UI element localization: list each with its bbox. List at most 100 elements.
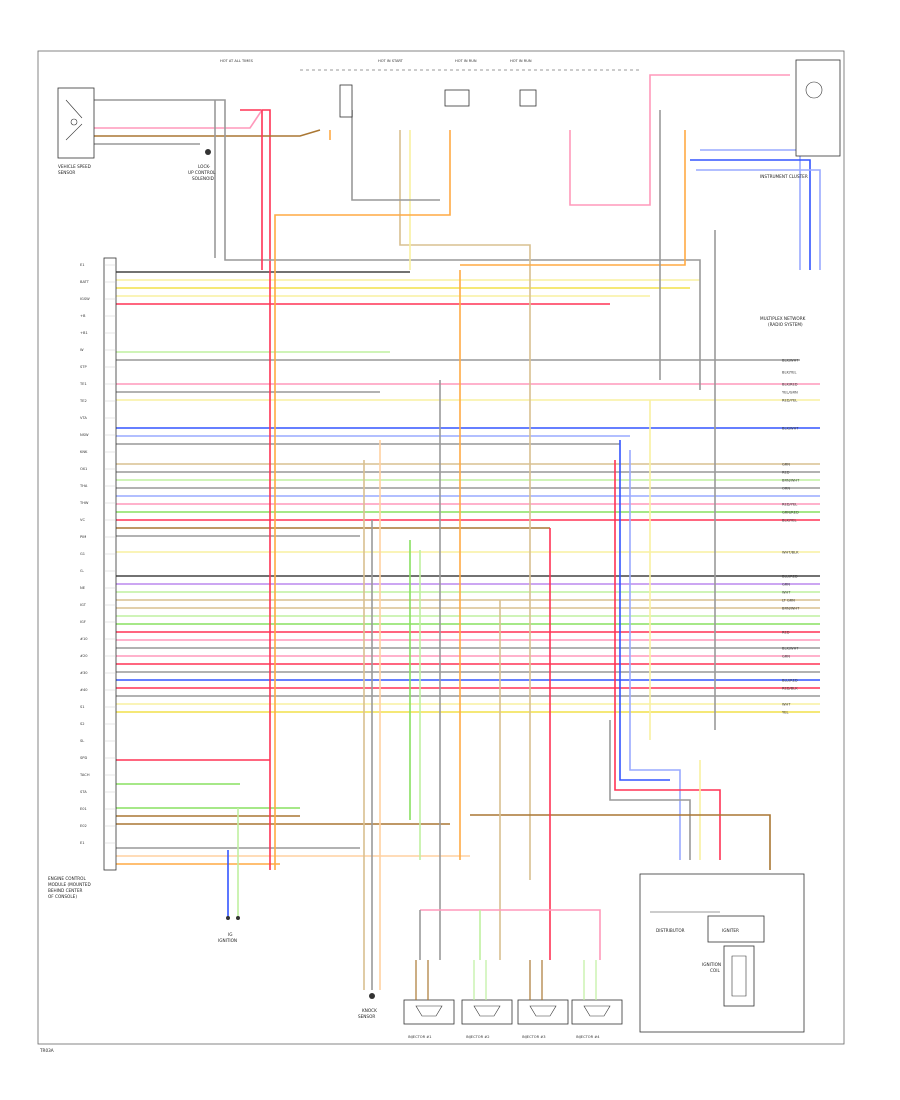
injector-symbol — [415, 1005, 443, 1017]
ignition-ground: IG IGNITION — [218, 916, 240, 943]
ecm-label-1: ENGINE CONTROL — [48, 876, 86, 881]
ecm-connector: E1BATTIGSW+B+B1WSTPTE1TE2VTANSWKNKOX1THA… — [48, 257, 117, 899]
ecm-pin-label: SPD — [80, 756, 87, 760]
ecm-pin-label: IGT — [80, 603, 87, 607]
ecm-pin-label: S1 — [80, 705, 85, 709]
ecm-pin-label: E01 — [80, 807, 87, 811]
ecm-pin-label: THW — [79, 501, 89, 505]
injector-symbol — [473, 1005, 501, 1017]
top-label-2: HOT IN START — [378, 59, 404, 63]
cluster-power-wire — [569, 74, 790, 206]
right-wire-label: YEL/GRN — [782, 391, 798, 395]
injector-label: INJECTOR #2 — [466, 1035, 490, 1039]
right-wire-label: GRN/RED — [782, 511, 799, 515]
ecm-pin-label: SL — [80, 739, 84, 743]
vss-ground-wire — [94, 129, 321, 137]
coil-label-1: IGNITION — [702, 962, 721, 967]
right-wire-label: RED — [782, 631, 790, 635]
top-label-3: HOT IN RUN — [455, 59, 477, 63]
injector-group: INJECTOR #1 INJECTOR #2 INJECTOR #3 INJECTO… — [403, 960, 623, 1039]
ecm-pin-label: KNK — [80, 450, 88, 454]
vss-label-1: VEHICLE SPEED — [58, 164, 91, 169]
right-wire-label: YEL — [782, 711, 788, 715]
right-wire-label: RED/BLK — [782, 687, 798, 691]
right-wire-label: WHT — [782, 703, 791, 707]
injector-body — [403, 999, 455, 1025]
vss-label-2: SENSOR — [58, 170, 75, 175]
ecm-pin-label: S2 — [80, 722, 85, 726]
igniter-brown-wire — [470, 814, 771, 870]
right-wire-labels: BLK/WHTBLK/YELBLK/REDYEL/GRNRED/YELBLK/W… — [782, 359, 800, 715]
ig-label-2: IGNITION — [218, 938, 237, 943]
ecm-label-4: OF CONSOLE) — [48, 894, 77, 899]
power-source-labels: HOT AT ALL TIMES HOT IN START HOT IN RUN… — [220, 59, 640, 118]
injector-label: INJECTOR #3 — [522, 1035, 546, 1039]
radio-label-2: (RADIO SYSTEM) — [768, 322, 803, 327]
instrument-cluster-label: INSTRUMENT CLUSTER — [760, 174, 808, 179]
right-wire-label: RED/YEL — [782, 503, 797, 507]
vehicle-speed-sensor: VEHICLE SPEED SENSOR — [57, 87, 95, 175]
right-wire-label: WHT/BLK — [782, 551, 799, 555]
diagram-border — [37, 50, 845, 1045]
right-wire-label: LT GRN — [782, 599, 795, 603]
ecm-pin-label: #10 — [80, 637, 88, 641]
ecm-pin-label: STP — [80, 365, 87, 369]
right-wire-label: GRN — [782, 655, 790, 659]
ecm-pin-label: #40 — [80, 688, 88, 692]
coil-label-2: COIL — [710, 968, 720, 973]
ecm-pin-label: W — [80, 348, 84, 352]
ecm-pin-label: VTA — [80, 416, 87, 420]
ecm-pin-label: TACH — [79, 773, 90, 777]
solenoid-label-1: LOCK- — [198, 164, 211, 169]
lock-up-control-solenoid: LOCK- UP CONTROL SOLENOID — [188, 149, 216, 181]
injector-symbol — [583, 1005, 611, 1017]
injector-label: INJECTOR #4 — [576, 1035, 600, 1039]
radio-system: MULTIPLEX NETWORK (RADIO SYSTEM) — [760, 316, 806, 327]
injector-symbol — [529, 1005, 557, 1017]
distributor-label: DISTRIBUTOR — [656, 928, 685, 933]
right-wire-label: BRN/WHT — [782, 607, 800, 611]
solenoid-label-2: UP CONTROL — [188, 170, 216, 175]
right-wire-label: BLK/YEL — [782, 371, 797, 375]
ecm-pin-label: G- — [80, 569, 85, 573]
vss-shield-wire — [94, 99, 701, 390]
top-label-1: HOT AT ALL TIMES — [220, 59, 254, 63]
knock-sensor: KNOCK SENSOR — [358, 993, 377, 1019]
ecm-pin-label: +B — [80, 314, 86, 318]
ig-label-1: IG — [228, 932, 232, 937]
ecm-label-3: BEHIND CENTER — [48, 888, 82, 893]
ecm-pin-label: NE — [80, 586, 86, 590]
right-wire-label: BLK/WHT — [782, 427, 799, 431]
ecm-pin-label: E02 — [80, 824, 87, 828]
right-wire-label: BLU/RED — [782, 679, 798, 683]
right-wire-label: RED — [782, 471, 790, 475]
ecm-pin-label: STA — [80, 790, 87, 794]
right-wire-label: BLK/WHT — [782, 359, 799, 363]
right-wire-label: WHT — [782, 591, 791, 595]
injector-label: INJECTOR #1 — [408, 1035, 432, 1039]
right-wire-label: RED/YEL — [782, 399, 797, 403]
lock-up-wire — [240, 109, 271, 870]
ecm-pin-label: OX1 — [80, 467, 87, 471]
hot-start-wire — [351, 110, 440, 201]
ecm-pin-label: IGSW — [80, 297, 90, 301]
center-trunk-wire — [399, 130, 531, 880]
ecm-pin-label: IGF — [80, 620, 86, 624]
knock-label-2: SENSOR — [358, 1014, 375, 1019]
ecm-pin-label: #20 — [80, 654, 88, 658]
vss-signal-wire — [94, 109, 263, 129]
ecm-pin-label: TE2 — [79, 399, 87, 403]
ecm-pin-label: THA — [79, 484, 88, 488]
igniter-label: IGNITER — [722, 928, 739, 933]
ecm-pin-label: +B1 — [80, 331, 88, 335]
ecm-pin-label: NSW — [80, 433, 89, 437]
ecm-label-2: MODULE (MOUNTED — [48, 882, 91, 887]
footer-code: TR03A — [39, 1048, 54, 1053]
ecm-pin-label: BATT — [80, 280, 90, 284]
right-wire-label: BRN/WHT — [782, 479, 800, 483]
right-wire-label: ORN — [782, 487, 790, 491]
ecm-pin-label: #30 — [80, 671, 88, 675]
injector-body — [461, 999, 513, 1025]
ecm-pin-label: VC — [80, 518, 85, 522]
radio-label-1: MULTIPLEX NETWORK — [760, 316, 806, 321]
